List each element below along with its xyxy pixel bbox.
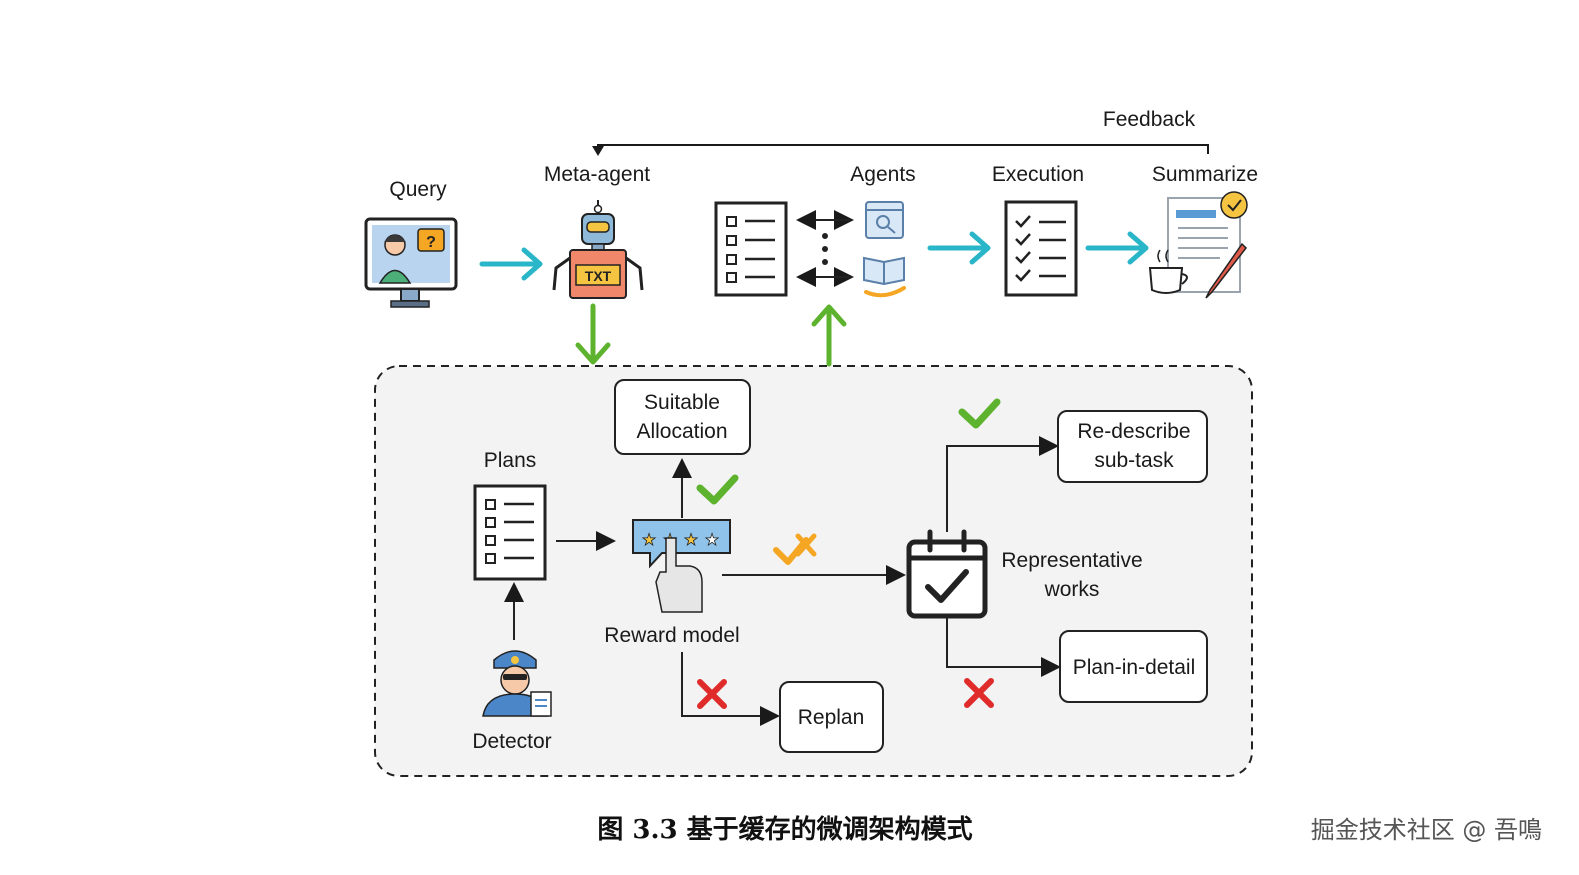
agents-label: Agents — [850, 163, 915, 186]
reward-model-label: Reward model — [604, 624, 739, 647]
suitable-line2: Allocation — [636, 420, 727, 443]
agents-double-arrows — [796, 210, 854, 287]
redescribe-line2: sub-task — [1094, 449, 1174, 472]
representative-line2: works — [1044, 578, 1100, 601]
plans-checklist-icon — [473, 484, 547, 581]
arrow-query-to-meta — [479, 247, 543, 281]
replan-text: Replan — [798, 706, 865, 729]
replan-box: Replan — [779, 681, 884, 753]
query-label: Query — [389, 178, 447, 201]
robot-icon: TXT — [552, 200, 644, 299]
check-suitable-icon — [696, 474, 739, 505]
arrow-to-plan-in-detail — [946, 618, 1061, 677]
figure-caption: 图 3.3 基于缓存的微调架构模式 — [597, 814, 972, 845]
plans-label: Plans — [484, 449, 537, 472]
feedback-loop — [592, 144, 1209, 156]
watermark-text: 掘金技术社区 @ 吾鳴 — [1311, 816, 1542, 844]
svg-text:★: ★ — [705, 532, 719, 549]
cross-plan-in-detail-icon — [964, 678, 994, 708]
arrow-reward-to-replan — [681, 652, 780, 726]
plan-in-detail-text: Plan-in-detail — [1073, 656, 1196, 679]
feedback-label: Feedback — [1103, 108, 1196, 131]
suitable-allocation-box: Suitable Allocation — [614, 379, 751, 455]
check-redescribe-icon — [958, 398, 1001, 429]
execution-label: Execution — [992, 163, 1084, 186]
suitable-line1: Suitable — [644, 391, 720, 414]
arrow-meta-down — [575, 303, 611, 365]
meta-agent-label: Meta-agent — [544, 163, 650, 186]
agents-checklist-icon — [714, 201, 788, 297]
svg-text:★: ★ — [642, 532, 656, 549]
calendar-check-icon — [906, 529, 988, 619]
svg-text:?: ? — [426, 234, 436, 251]
query-monitor-icon: ? — [364, 217, 458, 308]
summarize-label: Summarize — [1152, 163, 1258, 186]
txt-badge: TXT — [585, 268, 612, 284]
redescribe-subtask-box: Re-describe sub-task — [1057, 410, 1208, 483]
detector-label: Detector — [472, 730, 551, 753]
arrow-agents-to-execution — [927, 231, 991, 265]
detector-person-icon — [482, 650, 552, 717]
redescribe-line1: Re-describe — [1077, 420, 1190, 443]
arrow-up-to-agents — [811, 304, 847, 367]
svg-text:★: ★ — [684, 532, 698, 549]
reward-model-icon: ★ ★ ★ ★ — [632, 519, 731, 613]
summarize-document-icon — [1148, 191, 1248, 299]
partial-check-icon — [773, 533, 817, 565]
browser-search-icon — [865, 201, 904, 239]
dashed-container — [374, 365, 1253, 777]
arrow-execution-to-summarize — [1085, 231, 1149, 265]
plan-in-detail-box: Plan-in-detail — [1059, 630, 1208, 703]
representative-line1: Representative — [1001, 549, 1142, 572]
cross-replan-icon — [697, 679, 727, 709]
book-hand-icon — [863, 256, 906, 298]
arrow-to-redescribe — [946, 436, 1059, 532]
execution-checklist-icon — [1004, 200, 1078, 297]
